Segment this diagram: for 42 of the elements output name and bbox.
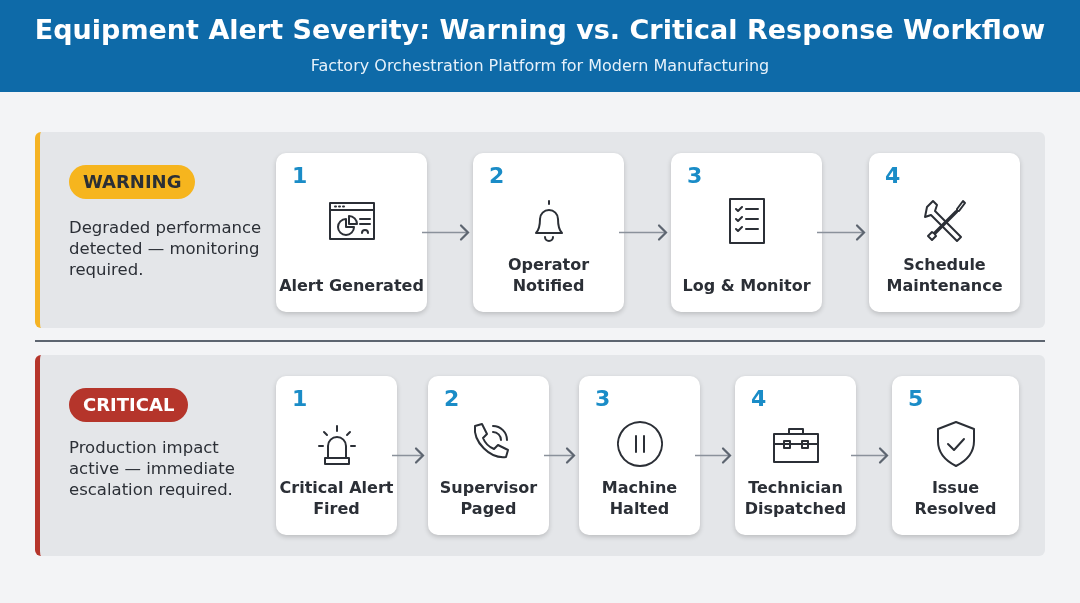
- severity-badge: CRITICAL: [69, 388, 189, 422]
- severity-description: Degraded performance detected — monitoring required.: [69, 217, 263, 280]
- step-number: 4: [751, 386, 767, 411]
- severity-badge: WARNING: [69, 165, 196, 199]
- step-label: Technician Dispatched: [743, 477, 848, 519]
- step-card: [428, 376, 549, 535]
- step-number: 3: [687, 163, 703, 188]
- step-number: 1: [292, 163, 308, 188]
- step-card: [473, 153, 624, 312]
- step-number: 5: [908, 386, 924, 411]
- step-label: Machine Halted: [600, 477, 679, 519]
- step-label: Schedule Maintenance: [885, 254, 1004, 296]
- step-number: 3: [595, 386, 611, 411]
- step-number: 1: [292, 386, 308, 411]
- step-number: 4: [885, 163, 901, 188]
- chevron-arrow: [391, 447, 425, 464]
- step-card: [892, 376, 1019, 535]
- step-card: [671, 153, 822, 312]
- chevron-arrow: [618, 224, 668, 241]
- step-card: [735, 376, 856, 535]
- step-label: Critical Alert Fired: [278, 477, 395, 519]
- step-label: Supervisor Paged: [438, 477, 539, 519]
- step-number: 2: [444, 386, 460, 411]
- subtitle: Factory Orchestration Platform for Modern Manufacturing: [309, 56, 771, 75]
- severity-panel: [35, 355, 1045, 556]
- step-card: [276, 376, 397, 535]
- chevron-arrow: [816, 224, 866, 241]
- step-label: Operator Notified: [506, 254, 591, 296]
- step-card: [869, 153, 1020, 312]
- severity-description: Production impact active — immediate escalation required.: [69, 437, 236, 500]
- chevron-arrow: [694, 447, 732, 464]
- chevron-arrow: [850, 447, 889, 464]
- chevron-arrow: [421, 224, 470, 241]
- chevron-arrow: [543, 447, 576, 464]
- step-label: Log & Monitor: [681, 275, 812, 296]
- step-number: 2: [489, 163, 505, 188]
- title: Equipment Alert Severity: Warning vs. Critical Response Workflow: [33, 14, 1047, 45]
- step-card: [579, 376, 700, 535]
- step-label: Issue Resolved: [913, 477, 998, 519]
- step-card: [276, 153, 427, 312]
- step-label: Alert Generated: [278, 275, 425, 296]
- severity-panel: [35, 132, 1045, 328]
